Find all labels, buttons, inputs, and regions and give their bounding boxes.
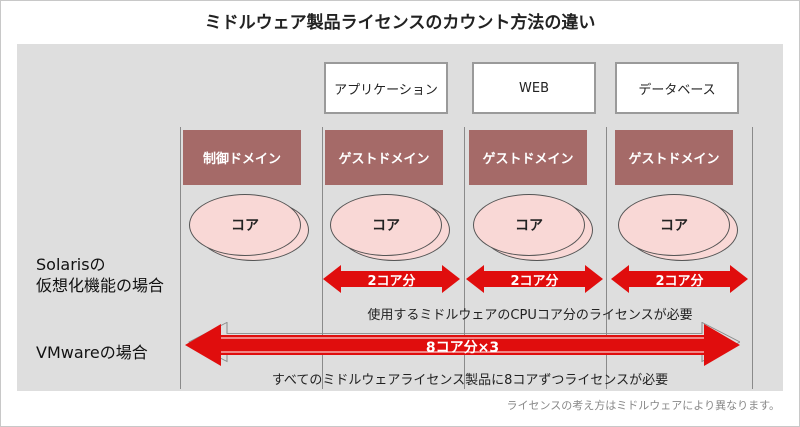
core-label: コア (515, 218, 543, 234)
footnote: ライセンスの考え方はミドルウェアにより異なります。 (506, 399, 780, 412)
core-ellipse: コア (473, 194, 585, 256)
guest-domain-box: ゲストドメイン (615, 130, 733, 185)
vmware-caption: すべてのミドルウェアライセンス製品に8コアずつライセンスが必要 (271, 373, 669, 388)
column-divider (180, 127, 181, 389)
solaris-label-line1: Solarisの (36, 255, 106, 274)
diagram-title: ミドルウェア製品ライセンスのカウント方法の違い (204, 13, 596, 33)
domain-label: 制御ドメイン (202, 152, 281, 167)
app-box-database: データベース (615, 62, 739, 114)
core-ellipse: コア (330, 194, 442, 256)
domain-label: ゲストドメイン (482, 152, 574, 167)
column-divider (606, 127, 607, 389)
app-box-label: WEB (519, 80, 549, 96)
core-ellipse: コア (618, 194, 730, 256)
guest-domain-box: ゲストドメイン (325, 130, 443, 185)
app-box-label: データベース (638, 82, 716, 98)
solaris-caption: 使用するミドルウェアのCPUコア分のライセンスが必要 (367, 308, 693, 323)
domain-label: ゲストドメイン (628, 152, 720, 167)
solaris-arrow-label: 2コア分 (367, 274, 416, 289)
solaris-arrow-label: 2コア分 (510, 274, 559, 289)
app-box-application: アプリケーション (324, 62, 448, 114)
column-divider (322, 127, 323, 389)
solaris-double-arrow (466, 265, 603, 293)
guest-domain-box: ゲストドメイン (469, 130, 587, 185)
vmware-double-arrow (185, 322, 740, 366)
column-divider (464, 127, 465, 389)
column-divider (752, 127, 753, 389)
app-box-web: WEB (472, 62, 596, 114)
vmware-row-label: VMwareの場合 (36, 343, 148, 362)
solaris-double-arrow (323, 265, 460, 293)
core-ellipse: コア (189, 194, 301, 256)
core-label: コア (660, 218, 688, 234)
solaris-row-label: Solarisの 仮想化機能の場合 (36, 254, 164, 296)
domain-label: ゲストドメイン (338, 152, 430, 167)
core-label: コア (372, 218, 400, 234)
core-label: コア (231, 218, 259, 234)
solaris-arrow-label: 2コア分 (655, 274, 704, 289)
solaris-double-arrow (611, 265, 748, 293)
vmware-arrow-label: 8コア分×3 (425, 340, 500, 356)
app-box-label: アプリケーション (334, 82, 438, 98)
solaris-label-line2: 仮想化機能の場合 (36, 276, 165, 295)
control-domain-box: 制御ドメイン (183, 130, 301, 185)
